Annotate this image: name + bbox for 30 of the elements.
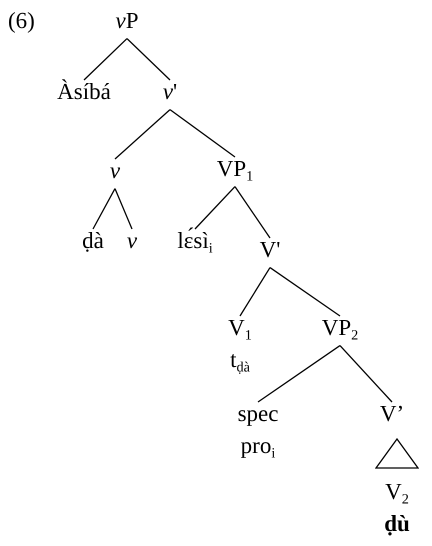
node-sublabel: pro$_{i}$ [240, 432, 276, 460]
tree-node-label: vP [116, 7, 138, 35]
node-sublabel: ḍù [384, 510, 410, 538]
tree-branch [126, 38, 170, 80]
tree-branch [170, 109, 236, 158]
node-sublabel: t$_{ḍà}$ [230, 346, 250, 374]
tree-node-label: v [126, 227, 138, 255]
tree-node-label: v' [162, 78, 178, 106]
tree-branch [340, 345, 392, 402]
tree-node-label: V’ [380, 400, 404, 428]
tree-node-label: V$_{1}$ [228, 314, 252, 342]
tree-branch [114, 109, 170, 160]
tree-node-label: VP$_{1}$ [216, 155, 254, 183]
example-number: (6) [8, 7, 35, 35]
tree-node-label: lɛ́sì$_{i}$ [177, 227, 213, 255]
tree-branch [234, 186, 271, 238]
tree-node-label: ḍà [82, 227, 104, 255]
tree-branch [258, 345, 340, 403]
tree-node-label: VP$_{2}$ [322, 314, 358, 342]
tree-node-label: V$_{2}$ [385, 478, 409, 506]
tree-branch [114, 188, 133, 230]
tree-node-label: v [110, 157, 120, 185]
tree-node-label: V' [260, 236, 280, 264]
tree-node-label: Àsíbá [57, 78, 111, 106]
tree-branch [92, 188, 116, 230]
tree-branch [84, 38, 128, 80]
tree-branch [270, 267, 340, 317]
tree-branch [239, 267, 271, 316]
tree-node-label: spec [238, 400, 278, 428]
tree-branch [194, 186, 236, 230]
